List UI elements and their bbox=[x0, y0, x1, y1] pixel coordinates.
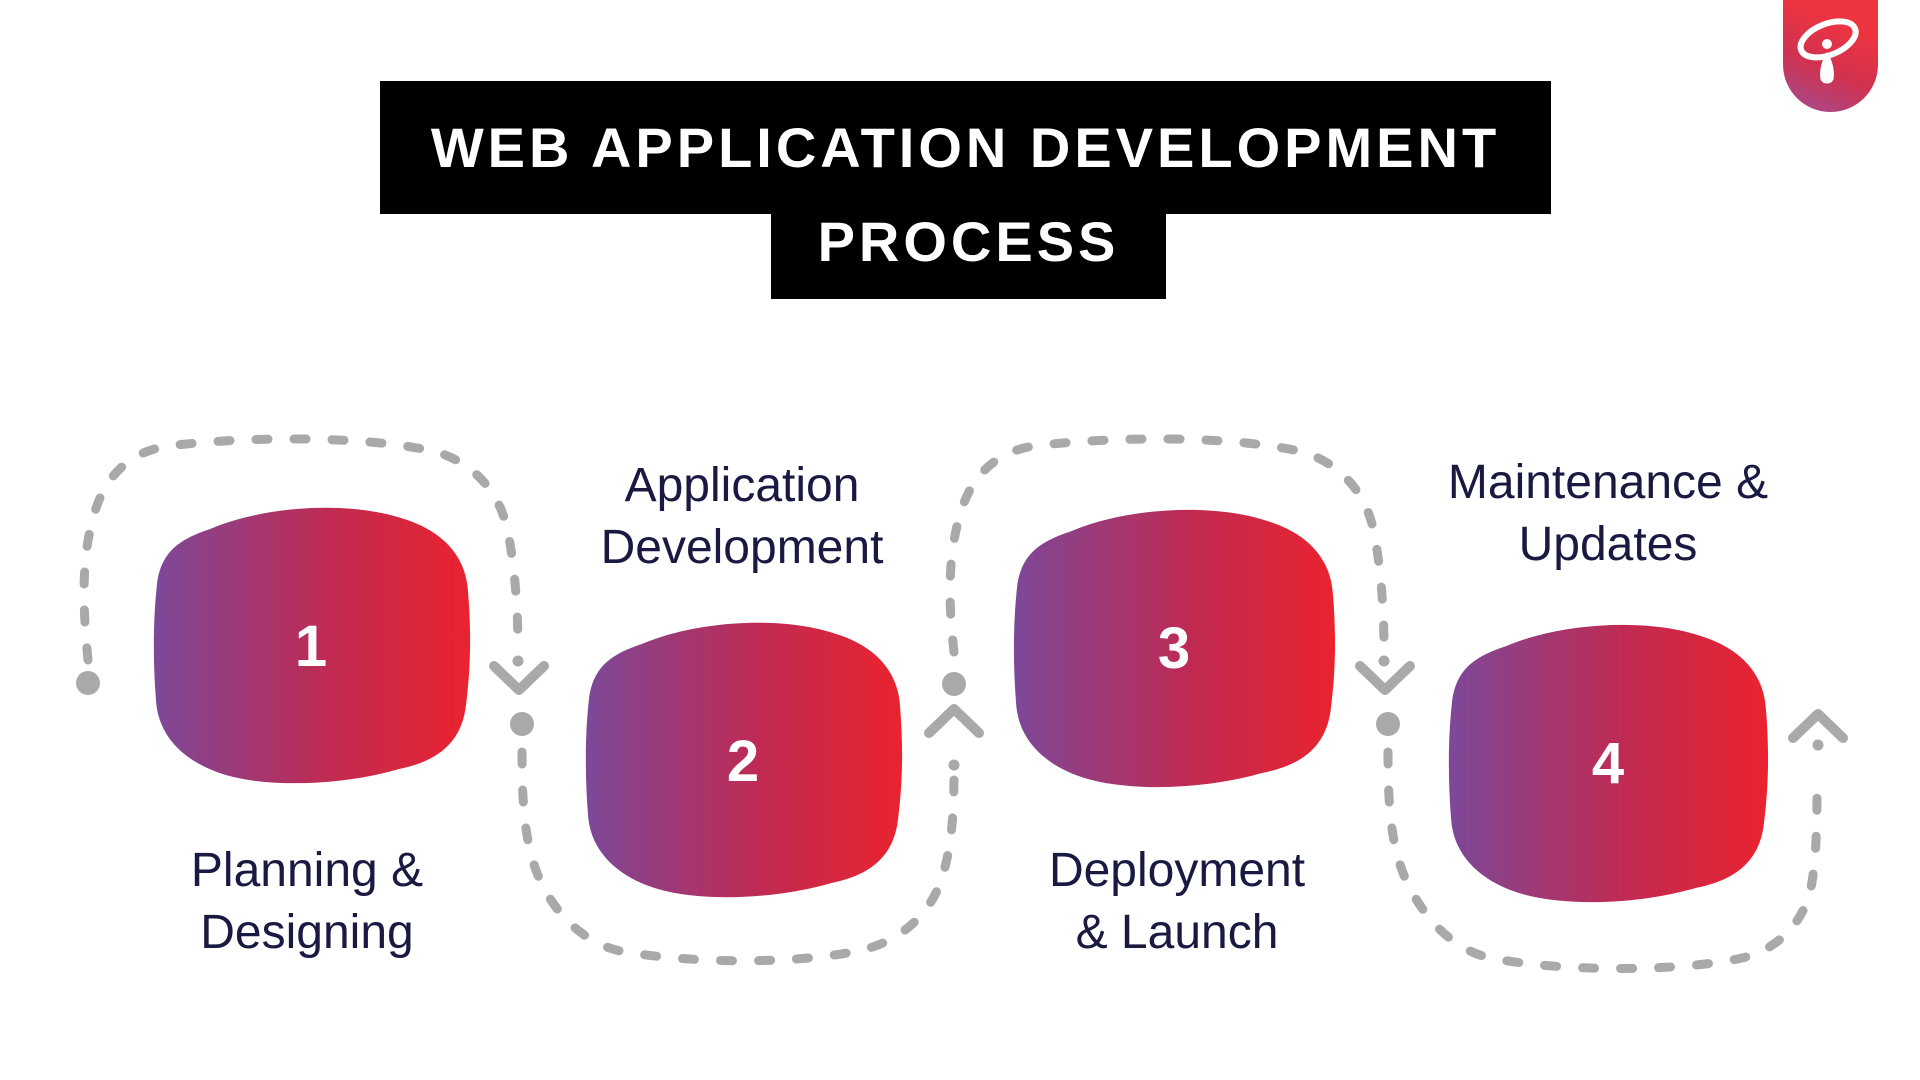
title-text-line1: WEB APPLICATION DEVELOPMENT bbox=[430, 116, 1501, 179]
title-banner-line2: PROCESS bbox=[771, 214, 1166, 299]
step-label-planning-designing: Planning & Designing bbox=[190, 844, 424, 959]
step-number-3: 3 bbox=[1157, 616, 1191, 681]
connector-over-step1 bbox=[79, 434, 523, 665]
dash-dot bbox=[1378, 655, 1390, 667]
arrow-down-icon bbox=[489, 661, 549, 695]
connector-under-step4 bbox=[1383, 747, 1822, 973]
step-number-2: 2 bbox=[726, 729, 760, 794]
flow-junction-dot-3 bbox=[1376, 712, 1400, 736]
arrow-up-icon bbox=[1788, 709, 1848, 743]
step-number-4: 4 bbox=[1591, 731, 1625, 796]
arrow-down-icon bbox=[1355, 661, 1415, 695]
step-label-application-development: Application Development bbox=[600, 459, 884, 574]
arrow-up-icon bbox=[924, 704, 984, 738]
step-label-maintenance-updates: Maintenance & Updates bbox=[1447, 456, 1769, 571]
antenna-p-logo-icon bbox=[1797, 18, 1859, 84]
step-label-deployment-launch: Deployment & Launch bbox=[1048, 844, 1306, 959]
dash-dot bbox=[512, 655, 524, 667]
flow-start-dot bbox=[76, 671, 100, 695]
connector-over-step3 bbox=[945, 434, 1389, 657]
dash-dot bbox=[948, 759, 960, 771]
flow-junction-dot-2 bbox=[942, 672, 966, 696]
step-number-1: 1 bbox=[294, 614, 328, 679]
brand-logo-badge bbox=[1783, 0, 1878, 112]
title-text-line2: PROCESS bbox=[817, 210, 1120, 273]
connector-under-step2 bbox=[517, 747, 959, 966]
dash-dot bbox=[1812, 739, 1824, 751]
flow-junction-dot-1 bbox=[510, 712, 534, 736]
title-banner-line1: WEB APPLICATION DEVELOPMENT bbox=[380, 81, 1551, 214]
